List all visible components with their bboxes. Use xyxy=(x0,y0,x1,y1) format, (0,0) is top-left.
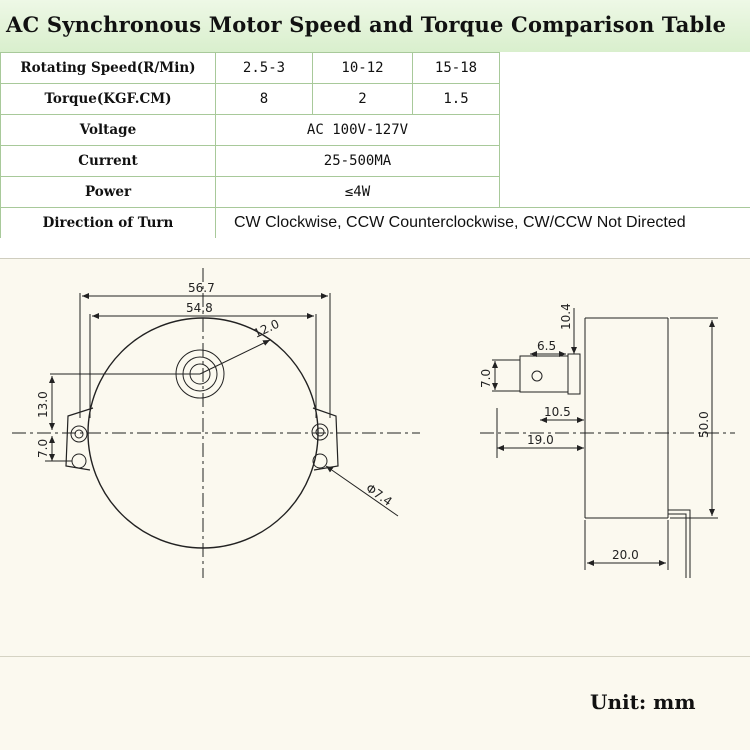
separator xyxy=(0,238,750,259)
page-title: AC Synchronous Motor Speed and Torque Co… xyxy=(6,12,727,37)
dim-shaft-height: 10.4 xyxy=(559,303,573,330)
dim-mount-height: 13.0 xyxy=(36,391,50,418)
table-cell: ≤4W xyxy=(215,176,500,208)
row-label: Power xyxy=(0,176,216,208)
dim-inner-width: 54.8 xyxy=(186,301,213,315)
row-label: Rotating Speed(R/Min) xyxy=(0,52,216,84)
table-cell: 2.5-3 xyxy=(215,52,313,84)
dim-body-diameter: 50.0 xyxy=(697,411,711,438)
empty-cell xyxy=(500,53,750,84)
row-label: Direction of Turn xyxy=(0,207,216,239)
table-cell: 25-500MA xyxy=(215,145,500,177)
table-cell: 1.5 xyxy=(412,83,500,115)
table-row: Torque(KGF.CM) 8 2 1.5 xyxy=(0,83,750,115)
dim-hole-offset: 7.0 xyxy=(36,439,50,458)
table-row: Current 25-500MA xyxy=(0,145,750,177)
row-label: Torque(KGF.CM) xyxy=(0,83,216,115)
table-row: Rotating Speed(R/Min) 2.5-3 10-12 15-18 xyxy=(0,52,750,84)
table-row: Direction of Turn CW Clockwise, CCW Coun… xyxy=(0,207,750,239)
unit-label: Unit: mm xyxy=(590,690,696,714)
table-row: Voltage AC 100V-127V xyxy=(0,114,750,146)
dim-outer-width: 56.7 xyxy=(188,281,215,295)
empty-cell xyxy=(499,176,750,208)
title-bar: AC Synchronous Motor Speed and Torque Co… xyxy=(0,0,750,53)
divider xyxy=(0,656,750,657)
table-cell: AC 100V-127V xyxy=(215,114,500,146)
table-cell: CW Clockwise, CCW Counterclockwise, CW/C… xyxy=(215,207,750,239)
technical-drawing: 56.7 54.8 12.0 13.0 7.0 Φ7.4 7.0 6.5 10.… xyxy=(0,258,750,750)
table-row: Power ≤4W xyxy=(0,176,750,208)
table-cell: 2 xyxy=(312,83,413,115)
row-label: Voltage xyxy=(0,114,216,146)
empty-cell xyxy=(499,145,750,177)
spec-table: Rotating Speed(R/Min) 2.5-3 10-12 15-18 … xyxy=(0,52,750,239)
drawing-svg: 56.7 54.8 12.0 13.0 7.0 Φ7.4 7.0 6.5 10.… xyxy=(12,268,735,578)
table-cell: 8 xyxy=(215,83,313,115)
empty-cell xyxy=(500,84,750,115)
dim-shaft-width: 6.5 xyxy=(537,339,556,353)
table-cell: 10-12 xyxy=(312,52,413,84)
dim-hole-diameter: Φ7.4 xyxy=(363,481,394,509)
dim-shaft-length: 10.5 xyxy=(544,405,571,419)
dim-shaft-flat: 7.0 xyxy=(479,369,493,388)
empty-cell xyxy=(499,114,750,146)
dim-body-depth: 20.0 xyxy=(612,548,639,562)
spec-table-panel: Rotating Speed(R/Min) 2.5-3 10-12 15-18 … xyxy=(0,52,750,239)
table-cell: 15-18 xyxy=(412,52,500,84)
side-view xyxy=(480,308,735,578)
dim-side-length: 19.0 xyxy=(527,433,554,447)
row-label: Current xyxy=(0,145,216,177)
front-view xyxy=(12,268,420,578)
